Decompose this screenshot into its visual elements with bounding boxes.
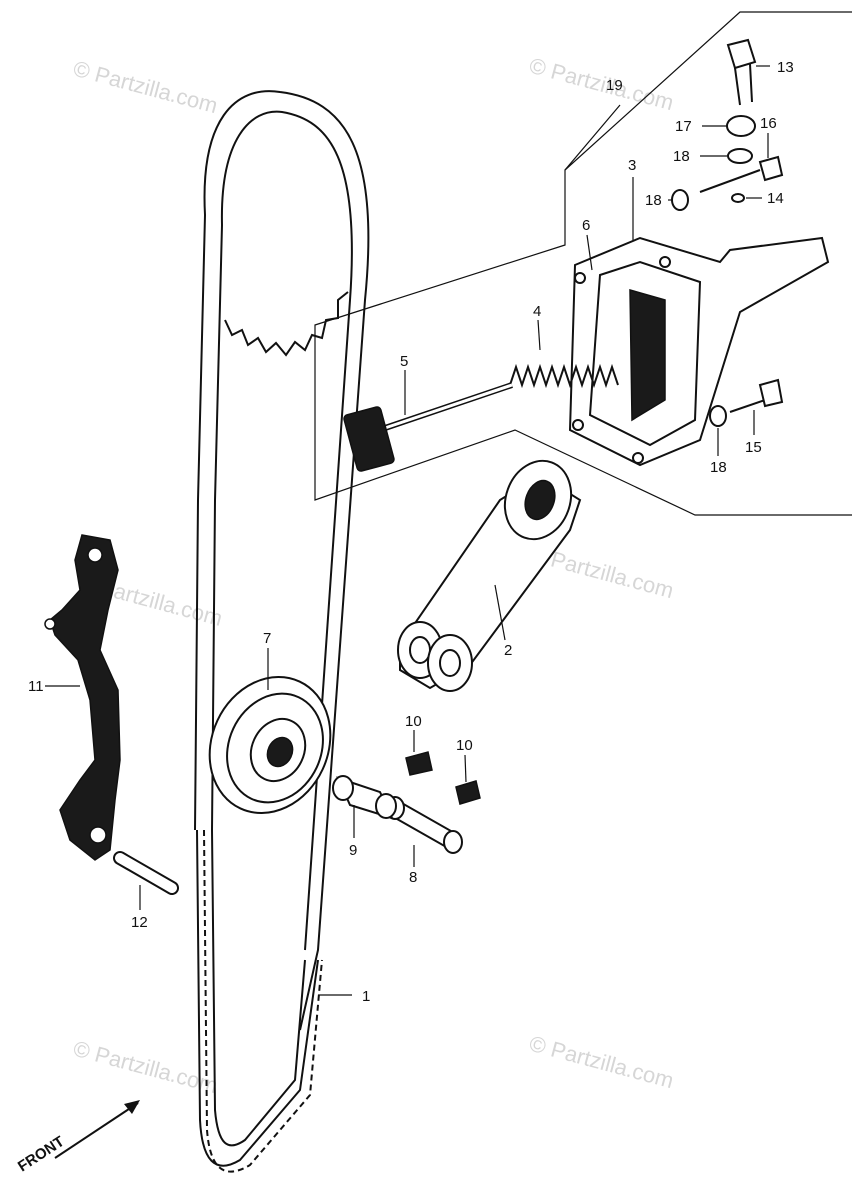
- callout-6: 6: [582, 217, 590, 234]
- front-arrow: FRONT: [15, 1100, 140, 1175]
- watermark: © Partzilla.com: [527, 1031, 677, 1094]
- callout-7: 7: [263, 630, 271, 647]
- sprocket: [224, 291, 349, 357]
- callout-16: 16: [760, 115, 777, 132]
- callout-18c: 18: [710, 459, 727, 476]
- tensioner-housing: [568, 236, 830, 467]
- leader-lines: [45, 65, 770, 996]
- adjuster-rod: [343, 382, 513, 472]
- callout-10b: 10: [456, 737, 473, 754]
- tensioner-roller: [208, 675, 332, 815]
- bolt: [726, 38, 757, 106]
- callout-15: 15: [745, 439, 762, 456]
- assembly-outline: [314, 104, 852, 516]
- callout-2: 2: [504, 642, 512, 659]
- washer: [671, 189, 689, 211]
- callout-5: 5: [400, 353, 408, 370]
- callout-8: 8: [409, 869, 417, 886]
- tensioner-arm: [397, 459, 582, 692]
- bolt: [729, 378, 784, 413]
- callout-13: 13: [777, 59, 794, 76]
- drive-chain: [194, 90, 370, 1173]
- washer: [709, 405, 727, 427]
- callout-11: 11: [28, 678, 44, 695]
- key: [405, 751, 433, 776]
- callout-10a: 10: [405, 713, 422, 730]
- callout-9: 9: [349, 842, 357, 859]
- callout-1: 1: [362, 988, 370, 1005]
- watermark: © Partzilla.com: [527, 53, 677, 116]
- o-ring: [731, 193, 745, 203]
- key: [455, 780, 481, 805]
- callout-18b: 18: [645, 192, 662, 209]
- washer: [727, 148, 753, 164]
- bracket: [44, 534, 121, 861]
- pin: [113, 851, 179, 895]
- bushing: [332, 775, 397, 820]
- callout-3: 3: [628, 157, 636, 174]
- callout-4: 4: [533, 303, 541, 320]
- bolt: [699, 155, 784, 193]
- watermark: © Partzilla.com: [71, 1036, 221, 1099]
- spring: [509, 363, 619, 389]
- callout-19: 19: [606, 77, 623, 94]
- callout-17: 17: [675, 118, 692, 135]
- callout-14: 14: [767, 190, 784, 207]
- watermark: © Partzilla.com: [71, 56, 221, 119]
- nut: [726, 115, 756, 137]
- chain-links: [196, 829, 323, 1173]
- callout-18a: 18: [673, 148, 690, 165]
- assembly-outline-top: [564, 11, 852, 171]
- callout-12: 12: [131, 914, 148, 931]
- collar: [385, 796, 463, 854]
